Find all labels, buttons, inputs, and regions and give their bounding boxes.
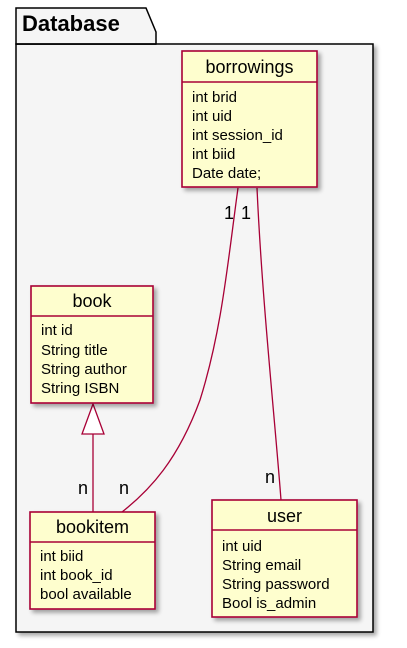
edge-borrowings-bookitem — [121, 187, 239, 513]
class-bookitem-attr: int book_id — [40, 567, 113, 584]
inheritance-arrowhead — [81, 402, 105, 435]
edge-label-borrowings-bookitem-from: 1 — [224, 203, 234, 223]
edge-label-borrowings-user-to: n — [265, 467, 275, 487]
package-title: Database — [22, 11, 120, 36]
class-user-attr: int uid — [222, 538, 262, 555]
class-user: user int uid String email String passwor… — [211, 499, 358, 618]
class-user-attr: Bool is_admin — [222, 595, 316, 612]
class-bookitem-box — [29, 511, 156, 610]
class-user-box — [211, 499, 358, 618]
class-borrowings-attr: int uid — [192, 108, 232, 125]
class-borrowings-attr: int session_id — [192, 127, 283, 144]
class-bookitem: bookitem int biid int book_id bool avail… — [29, 511, 156, 610]
edge-label-borrowings-user-from: 1 — [241, 203, 251, 223]
class-book-box — [30, 285, 154, 404]
edge-label-borrowings-bookitem-to: n — [119, 478, 129, 498]
class-borrowings-attr: Date date; — [192, 165, 261, 182]
class-book-attr: String author — [41, 361, 127, 378]
class-book-attr: String title — [41, 342, 108, 359]
class-borrowings-name: borrowings — [205, 57, 293, 77]
class-user-name: user — [267, 506, 302, 526]
class-bookitem-name: bookitem — [56, 517, 129, 537]
class-bookitem-attr: int biid — [40, 548, 83, 565]
class-borrowings-box — [181, 50, 318, 188]
class-bookitem-attr: bool available — [40, 586, 132, 603]
edge-borrowings-user — [256, 187, 282, 501]
class-book-attr: String ISBN — [41, 380, 119, 397]
class-user-attr: String password — [222, 576, 330, 593]
relations: 1 1 n n n — [78, 187, 282, 513]
class-borrowings: borrowings int brid int uid int session_… — [181, 50, 318, 188]
class-user-attr: String email — [222, 557, 301, 574]
class-borrowings-attr: int brid — [192, 89, 237, 106]
class-book-name: book — [72, 291, 112, 311]
class-book: book int id String title String author S… — [30, 285, 154, 404]
class-borrowings-attr: int biid — [192, 146, 235, 163]
class-book-attr: int id — [41, 322, 73, 339]
edge-label-bookitem-book: n — [78, 478, 88, 498]
